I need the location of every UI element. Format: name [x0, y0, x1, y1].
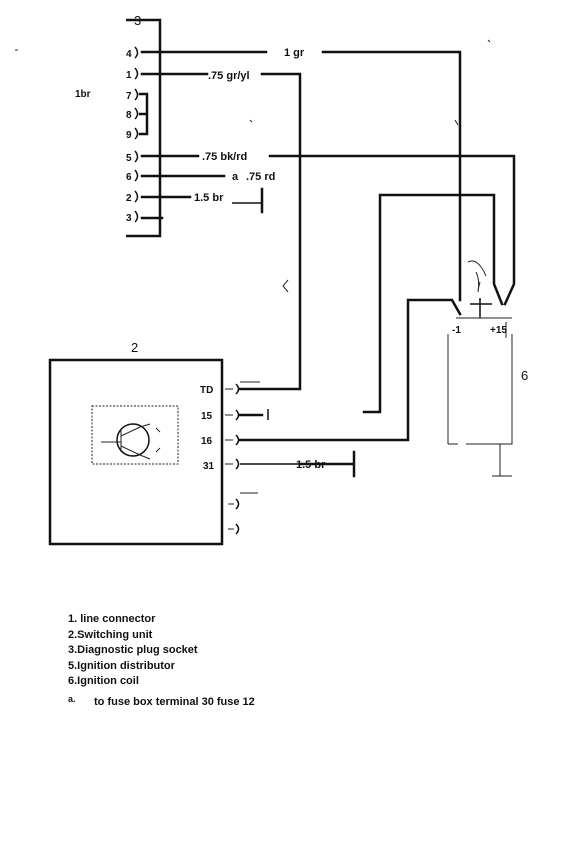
wire-75-gr-yl: [140, 72, 302, 391]
diagnostic-plug-socket: [126, 18, 162, 238]
plug-pin-3: 3: [126, 213, 132, 224]
wire-15-br: [140, 187, 264, 214]
wire-unit-16-to-coil: [238, 298, 462, 442]
legend-item: 2.Switching unit: [68, 628, 153, 641]
ignition-coil-label: 6: [521, 368, 528, 383]
unit-pin-16: 16: [201, 436, 213, 447]
plug-pin-5: 5: [126, 153, 132, 164]
legend-note: a. to fuse box terminal 30 fuse 12: [68, 692, 255, 711]
switching-unit: [48, 358, 224, 546]
wire-15-br-label: 1.5 br: [194, 192, 224, 204]
wire-75-bk-rd: [140, 154, 516, 306]
coil-terminal-plus: +15: [490, 325, 507, 336]
wire-1-gr-label: 1 gr: [284, 47, 305, 59]
wire-unit-31: [240, 450, 356, 478]
unit-pin-td: TD: [200, 385, 213, 396]
wire-75-bk-rd-label: .75 bk/rd: [202, 151, 247, 163]
plug-pin-6: 6: [126, 172, 132, 183]
plug-pin-4: 4: [126, 49, 132, 60]
plug-pin-2: 2: [126, 193, 132, 204]
legend-item: 5.Ignition distributor: [68, 659, 175, 672]
legend-note-text: to fuse box terminal 30 fuse 12: [94, 695, 255, 708]
wire-75-rd-label: .75 rd: [246, 171, 275, 183]
unit-pin-sockets: [225, 381, 260, 535]
wire-unit-31-label: 1.5 br: [296, 459, 326, 471]
wire-75-rd-marker: a: [232, 171, 239, 183]
switching-unit-label: 2: [131, 340, 138, 355]
legend-note-marker: a.: [68, 693, 76, 704]
wire-1-gr: [140, 50, 462, 302]
stray-marks: [15, 39, 491, 293]
unit-pin-31: 31: [203, 461, 215, 472]
plug-pin-1: 1: [126, 70, 132, 81]
legend-item: 3.Diagnostic plug socket: [68, 644, 198, 656]
wire-unit-15-stub: [238, 409, 269, 420]
pin-bridge-7-8-9: [138, 92, 149, 136]
plug-pin-8: 8: [126, 110, 132, 121]
legend-item: 1. line connector: [68, 613, 156, 625]
plug-pin-sockets: [134, 46, 139, 223]
legend: 1. line connector 2.Switching unit 3.Dia…: [68, 612, 255, 710]
wire-75-gr-yl-label: .75 gr/yl: [208, 70, 250, 82]
plug-pin-7: 7: [126, 91, 132, 102]
coil-terminal-minus: -1: [452, 325, 461, 336]
bridge-label: 1br: [75, 89, 91, 100]
plug-pin-9: 9: [126, 130, 132, 141]
unit-pin-15: 15: [201, 411, 213, 422]
legend-item: 6.Ignition coil: [68, 675, 139, 687]
wire-ground-to-coil: [362, 193, 504, 414]
ignition-coil: [447, 260, 513, 477]
